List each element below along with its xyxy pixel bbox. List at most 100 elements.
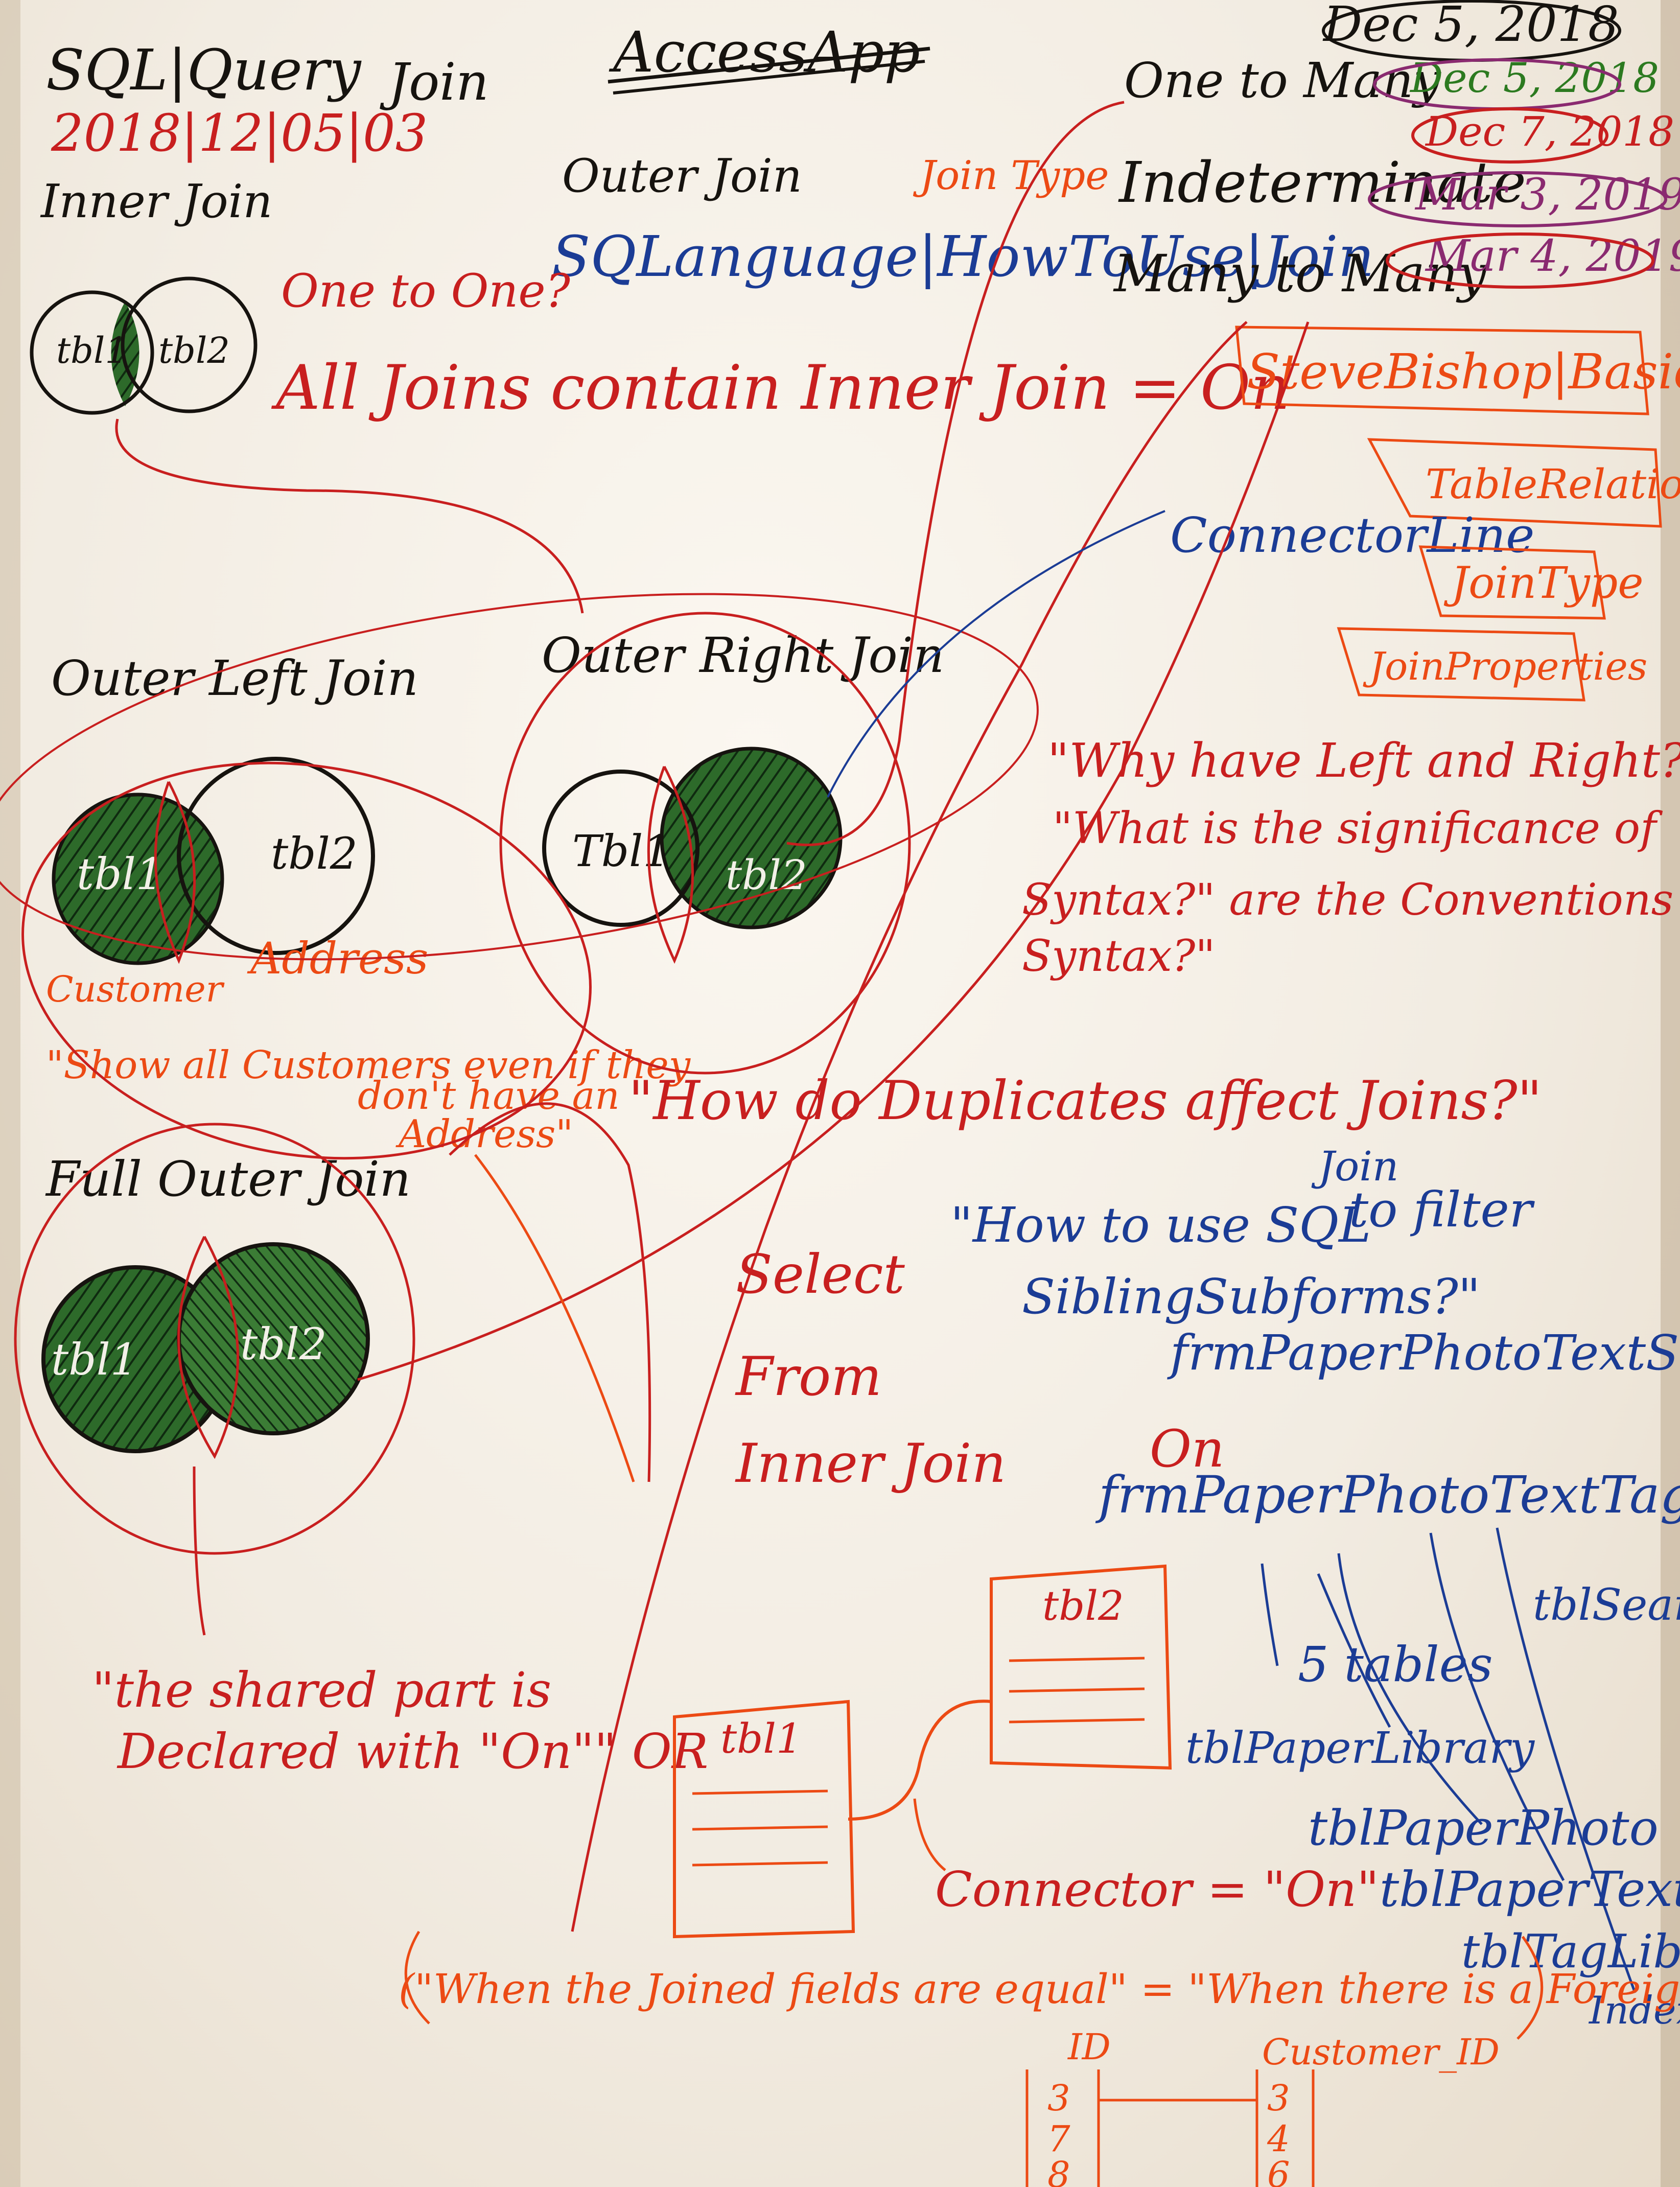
sql-from: From [735,1345,882,1408]
red-line-many-to-many [571,321,1248,1932]
blue-leader-3 [1429,1532,1565,1881]
inner-left-circle [30,290,154,415]
many-to-many: Many to Many [1113,244,1487,304]
join-type-box [1418,545,1606,620]
indeterminate: Indeterminate [1118,150,1526,215]
key-left-value-3: 8 [1047,2154,1070,2187]
orange-brace-open [404,1930,430,2025]
how-to-join: Join [1311,1143,1398,1190]
date-stamps: Dec 5, 2018 Dec 5, 2018 Dec 7, 2018 Mar … [1322,0,1680,289]
tbl-paper-library: tblPaperLibrary [1185,1723,1535,1774]
one-to-one-note: One to One? [281,264,571,318]
tbl1-line-2 [692,1825,828,1831]
tbl-paper-text: tblPaperText [1380,1862,1680,1918]
tbl1-line-3 [692,1861,828,1867]
key-left-value-1: 3 [1047,2077,1070,2119]
frm-paper-photo-text-search: frmPaperPhotoTextSearch [1167,1325,1680,1381]
key-customer-id-header: Customer_ID [1262,2031,1500,2073]
outer-joins-big-oval [0,593,1039,961]
join-properties-tag: JoinProperties [1363,644,1647,689]
date-3-oval [1411,107,1608,164]
diagram-tbl1-label: tbl1 [720,1715,802,1762]
blue-line-connector [827,510,1165,798]
tbl2-line-3 [1009,1718,1145,1724]
key-right-value-3: 6 [1267,2154,1290,2187]
red-line-indeterminate [786,101,1125,846]
why-left-right-1: "Why have Left and Right?" [1047,733,1680,788]
outer-right-venn: Tbl1 tbl2 [542,747,843,964]
outer-left-label: Outer Left Join [51,650,418,707]
date-3: Dec 7, 2018 [1425,108,1674,155]
show-all-note-1: "Show all Customers even if they [46,1042,691,1087]
connector-line [848,1700,992,1821]
connector-pointer [913,1798,946,1871]
sql-select: Select [736,1243,905,1306]
index-note: Index [1588,1988,1680,2033]
full-outer-label: Full Outer Join [45,1151,411,1207]
why-left-right-3: Syntax?" are the Conventions of [1022,875,1680,925]
page-left-shadow [0,0,20,2187]
access-app-underline-2 [613,60,925,95]
steve-bishop-box [1235,325,1649,415]
connector-line-tag: ConnectorLine [1170,507,1534,564]
inner-tbl1-label: tbl1 [56,330,128,371]
key-right-value-1: 3 [1267,2077,1290,2119]
key-right-value-2: 4 [1267,2118,1290,2160]
table-diagram: tbl2 tbl1 Connector = "On" [673,1564,1379,1939]
blue-leader-1 [1261,1563,1279,1666]
date-4-oval [1368,171,1667,227]
page-right-shadow [1661,0,1680,2187]
inner-tbl2-label: tbl2 [158,330,230,371]
one-to-many: One to Many [1124,53,1441,109]
diagram-tbl2-label: tbl2 [1042,1582,1124,1630]
tbl-tag-library: tblTagLibrary [1461,1925,1680,1979]
outer-right-tbl2-label: tbl2 [726,851,807,899]
key-table: ID Customer_ID 3 7 8 3 4 6 [1025,2026,1500,2187]
shared-part-note-1: "the shared part is [92,1662,551,1718]
outer-left-tbl2 [177,757,375,955]
blue-leader-2 [1337,1553,1483,1825]
shared-part-note-2: Declared with "On"" OR [116,1724,708,1780]
outer-left-loop [21,761,592,1160]
full-outer-loop [14,1123,415,1555]
title-sql-query: SQL|Query [46,37,362,103]
all-joins-note: All Joins contain Inner Join = On [271,353,1290,424]
access-app-underline [608,46,930,84]
outer-right-red-loop [647,765,694,964]
join-type-tag: JoinType [1443,558,1644,609]
outer-right-tbl1-label: Tbl1 [572,826,670,877]
outer-join-label: Outer Join [562,149,802,203]
sql-on: On [1150,1419,1224,1479]
outer-right-loop [499,612,911,1075]
join-properties-box [1337,627,1585,702]
date-4: Mar 3, 2019 [1414,170,1680,220]
why-left-right-2: "What is the significance of [1053,803,1663,854]
tbl-search: tblSearch [1533,1580,1680,1631]
key-left-value-2: 7 [1047,2118,1070,2160]
full-outer-tbl2-label: tbl2 [240,1319,327,1370]
outer-left-red-loop [154,781,196,964]
tbl2-line-2 [1009,1687,1145,1693]
inner-right-circle [121,276,258,413]
table-relationship-tag: TableRelationship [1426,460,1680,508]
outer-left-tbl1-label: tbl1 [77,849,164,900]
how-to-filter: to filter [1349,1182,1535,1238]
full-outer-tbl1-label: tbl1 [51,1335,138,1385]
full-outer-red-loop [177,1236,239,1459]
outer-right-tbl1 [542,770,699,927]
key-id-header: ID [1067,2026,1111,2068]
date-code: 2018|12|05|03 [51,103,428,163]
date-5-oval [1386,232,1654,289]
blue-leader-5 [1317,1573,1391,1728]
frm-paper-photo-text-tag-search: frmPaperPhotoTextTagSearch [1095,1465,1680,1525]
tbl2-line-1 [1009,1657,1145,1662]
outer-left-venn: tbl1 tbl2 [52,757,375,965]
table-relationship-box [1367,438,1662,528]
red-line-inner-down [115,418,584,614]
joined-fields-equal-note: ("When the Joined fields are equal" = "W… [399,1965,1680,2013]
outer-right-label: Outer Right Join [542,627,944,684]
title-access-app: AccessApp [609,19,920,85]
why-left-right-4: Syntax?" [1022,931,1215,982]
red-line-right-loop [449,1102,651,1482]
inner-join-label: Inner Join [40,175,272,228]
